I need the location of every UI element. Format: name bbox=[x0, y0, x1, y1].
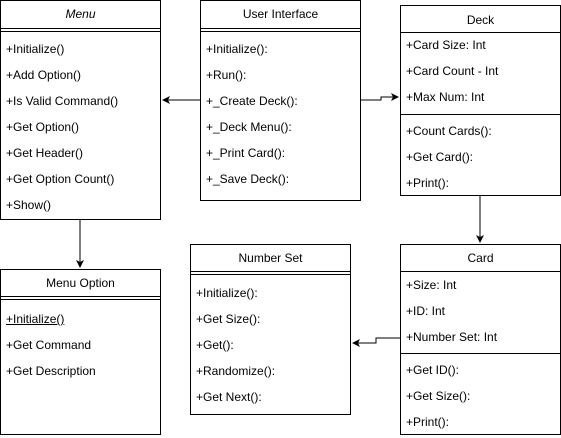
menu-title-divider-2 bbox=[1, 31, 160, 32]
number-set-class[interactable]: Number Set +Initialize(): +Get Size(): +… bbox=[190, 244, 351, 415]
menu-option-method: +Get Description bbox=[6, 364, 96, 378]
card-class[interactable]: Card +Size: Int +ID: Int +Number Set: In… bbox=[400, 244, 561, 435]
menu-method: +Get Option Count() bbox=[6, 172, 115, 186]
menu-method: +Show() bbox=[6, 198, 52, 212]
card-title-divider bbox=[401, 271, 560, 272]
deck-method: +Count Cards(): bbox=[406, 124, 492, 138]
card-attribute: +Number Set: Int bbox=[406, 330, 498, 344]
deck-attribute: +Max Num: Int bbox=[406, 90, 485, 104]
menu-option-class[interactable]: Menu Option +Initialize() +Get Command +… bbox=[0, 269, 161, 435]
number-set-class-title: Number Set bbox=[238, 251, 303, 265]
card-method: +Get Size(): bbox=[406, 389, 471, 403]
deck-attribute: +Card Size: Int bbox=[406, 38, 486, 52]
number-set-method: +Get Size(): bbox=[196, 312, 261, 326]
user-interface-method: +Initialize(): bbox=[206, 42, 268, 56]
user-interface-method: +Run(): bbox=[206, 68, 247, 82]
menu-option-class-title: Menu Option bbox=[46, 276, 115, 290]
deck-method: +Get Card(): bbox=[406, 150, 474, 164]
user-interface-class-title: User Interface bbox=[242, 7, 319, 21]
ui-to-deck-arrow bbox=[361, 93, 399, 101]
menu-option-title-divider bbox=[1, 296, 160, 297]
card-attribute: +ID: Int bbox=[406, 304, 446, 318]
menu-option-method: +Initialize() bbox=[6, 312, 65, 326]
user-interface-title-divider bbox=[201, 28, 360, 29]
menu-method: +Get Option() bbox=[6, 120, 80, 134]
deck-method: +Print(): bbox=[406, 176, 450, 190]
card-method: +Print(): bbox=[406, 415, 450, 429]
number-set-method: +Get(): bbox=[196, 338, 234, 352]
menu-method: +Initialize() bbox=[6, 42, 65, 56]
card-attribute: +Size: Int bbox=[406, 278, 457, 292]
number-set-title-divider-2 bbox=[191, 274, 350, 275]
deck-title-divider bbox=[401, 32, 560, 33]
deck-class-title: Deck bbox=[466, 13, 495, 27]
menu-option-title-divider-2 bbox=[1, 299, 160, 300]
number-set-title-divider bbox=[191, 271, 350, 272]
menu-option-method: +Get Command bbox=[6, 338, 92, 352]
user-interface-class[interactable]: User Interface +Initialize(): +Run(): +_… bbox=[200, 0, 361, 201]
deck-section-divider bbox=[401, 114, 560, 115]
user-interface-method: +_Create Deck(): bbox=[206, 94, 298, 108]
menu-title-divider bbox=[1, 28, 160, 29]
user-interface-method: +_Save Deck(): bbox=[206, 172, 290, 186]
menu-class[interactable]: Menu +Initialize() +Add Option() +Is Val… bbox=[0, 0, 161, 220]
deck-class[interactable]: Deck +Card Size: Int +Card Count - Int +… bbox=[400, 5, 561, 196]
number-set-method: +Randomize(): bbox=[196, 364, 276, 378]
user-interface-method: +_Deck Menu(): bbox=[206, 120, 292, 134]
card-to-number-set-arrow bbox=[352, 337, 400, 347]
deck-attribute: +Card Count - Int bbox=[406, 64, 499, 78]
card-section-divider bbox=[401, 353, 560, 354]
menu-method: +Add Option() bbox=[6, 68, 82, 82]
user-interface-title-divider-2 bbox=[201, 31, 360, 32]
card-method: +Get ID(): bbox=[406, 363, 460, 377]
card-class-title: Card bbox=[467, 251, 494, 265]
number-set-method: +Get Next(): bbox=[196, 390, 262, 404]
menu-method: +Get Header() bbox=[6, 146, 84, 160]
menu-class-title: Menu bbox=[65, 7, 96, 21]
user-interface-method: +_Print Card(): bbox=[206, 146, 286, 160]
number-set-method: +Initialize(): bbox=[196, 286, 258, 300]
menu-method: +Is Valid Command() bbox=[6, 94, 119, 108]
